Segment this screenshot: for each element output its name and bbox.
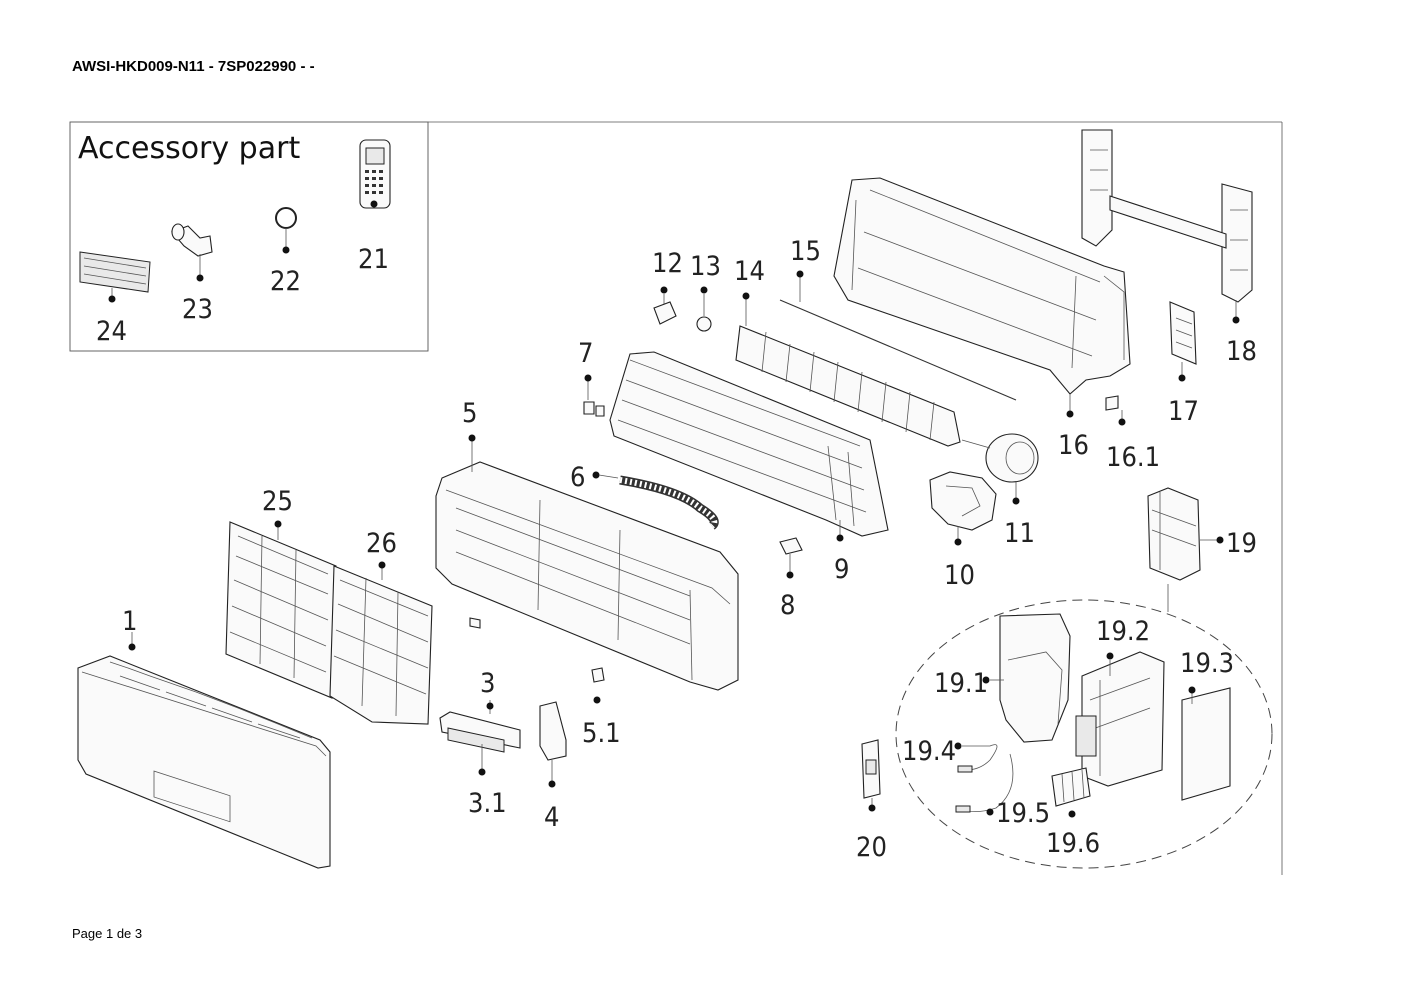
- motor-clamp-10: [929, 471, 997, 546]
- front-panel-1: [77, 632, 331, 869]
- callout-15: 15: [790, 236, 821, 267]
- air-filter-25: [225, 520, 337, 699]
- callout-5: 5: [462, 398, 477, 429]
- document-title: AWSI-HKD009-N11 - 7SP022990 - -: [72, 58, 315, 75]
- small-part: [469, 617, 481, 629]
- callout-12: 12: [652, 248, 683, 279]
- insulation-sheet-19-3: [1181, 686, 1231, 801]
- callout-16-1: 16.1: [1106, 442, 1160, 473]
- callout-21: 21: [358, 244, 389, 275]
- callout-23: 23: [182, 294, 213, 325]
- callout-24: 24: [96, 316, 127, 347]
- accessory-part-box: Accessory part 24 23 22: [69, 121, 429, 352]
- callout-19-1: 19.1: [934, 668, 988, 699]
- page-number: Page 1 de 3: [72, 926, 143, 941]
- box-housing-19-1: [982, 613, 1071, 743]
- callout-18: 18: [1226, 336, 1257, 367]
- fan-motor-11: [961, 433, 1039, 505]
- filter-strip-24: [79, 251, 151, 293]
- bearing-13: [696, 286, 712, 332]
- callout-4: 4: [544, 802, 559, 833]
- bearing-holder-12: [653, 286, 677, 325]
- terminal-block-19-6: [1051, 767, 1091, 818]
- seal-ring-22: [275, 207, 297, 229]
- callout-1: 1: [122, 606, 137, 637]
- callout-26: 26: [366, 528, 397, 559]
- sensor-clip-8: [779, 537, 803, 579]
- louver-rod-15: [779, 270, 1017, 401]
- callout-13: 13: [690, 251, 721, 282]
- clip-16-1: [1105, 395, 1126, 426]
- callout-22: 22: [270, 266, 301, 297]
- temperature-sensor-19-4: [954, 742, 998, 773]
- drain-elbow-23: [171, 223, 213, 282]
- electric-box-detail-outline: [895, 599, 1273, 869]
- callout-9: 9: [834, 554, 849, 585]
- remote-control-21: [359, 139, 391, 209]
- callout-19-5: 19.5: [996, 798, 1050, 829]
- callout-20: 20: [856, 832, 887, 863]
- callout-19-2: 19.2: [1096, 616, 1150, 647]
- callout-16: 16: [1058, 430, 1089, 461]
- terminal-cover-17: [1169, 301, 1197, 382]
- callout-11: 11: [1004, 518, 1035, 549]
- temperature-sensor-19-5: [955, 753, 1014, 816]
- display-board-3: [439, 700, 521, 776]
- callout-7: 7: [578, 338, 593, 369]
- clip-5-1: [591, 667, 605, 704]
- callout-8: 8: [780, 590, 795, 621]
- callout-17: 17: [1168, 396, 1199, 427]
- base-frame-16: [833, 177, 1131, 418]
- evaporator-9: [609, 351, 889, 542]
- electric-box-19: [1147, 487, 1224, 612]
- callout-6: 6: [570, 462, 585, 493]
- callout-25: 25: [262, 486, 293, 517]
- drain-hose-6: [592, 471, 719, 530]
- main-chassis-5: [435, 434, 739, 691]
- callout-19: 19: [1226, 528, 1257, 559]
- callout-14: 14: [734, 256, 765, 287]
- callout-19-4: 19.4: [902, 736, 956, 767]
- callout-5-1: 5.1: [582, 718, 621, 749]
- air-filter-26: [329, 561, 433, 725]
- control-board-19-2: [1075, 651, 1165, 787]
- electric-cover-4: [539, 701, 567, 788]
- switch-20: [861, 739, 881, 812]
- callout-10: 10: [944, 560, 975, 591]
- mounting-plate-18: [1081, 129, 1253, 324]
- fastener-7: [583, 374, 605, 417]
- callout-3: 3: [480, 668, 495, 699]
- callout-3-1: 3.1: [468, 788, 507, 819]
- accessory-part-title: Accessory part: [78, 131, 300, 166]
- callout-19-3: 19.3: [1180, 648, 1234, 679]
- callout-19-6: 19.6: [1046, 828, 1100, 859]
- cross-flow-fan-14: [735, 292, 961, 447]
